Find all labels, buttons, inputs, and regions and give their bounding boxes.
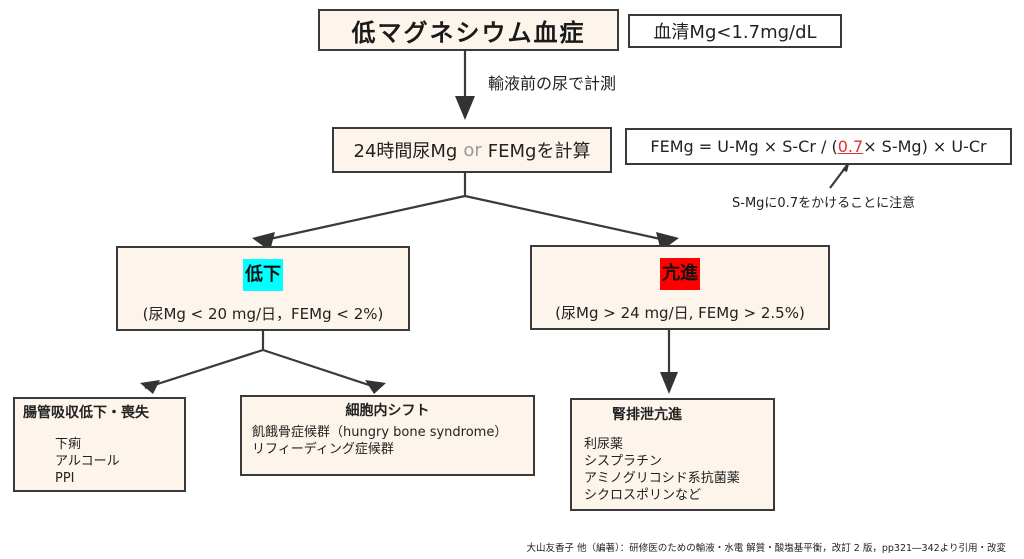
high-criteria: (尿Mg > 24 mg/日, FEMg > 2.5%): [555, 304, 805, 322]
criteria-box: 血清Mg<1.7mg/dL: [628, 14, 842, 48]
title-box: 低マグネシウム血症: [318, 9, 619, 51]
calc-part1: 24時間尿Mg: [353, 141, 458, 162]
citation: 大山友香子 他（編著）：研修医のための輸液・水電 解質・酸塩基平衡，改訂 2 版…: [526, 543, 1006, 554]
list-item: 下痢: [55, 437, 82, 452]
arrowhead-low-to-shift: [365, 380, 386, 394]
title-text: 低マグネシウム血症: [351, 18, 586, 47]
shift-title: 細胞内シフト: [345, 403, 430, 419]
low-label: 低下: [243, 259, 283, 291]
arrowhead-low-to-gut: [140, 380, 160, 394]
formula-note: S-Mgに0.7をかけることに注意: [732, 196, 916, 211]
high-label: 亢進: [660, 258, 700, 290]
list-item: 飢餓骨症候群（hungry bone syndrome）: [252, 425, 508, 440]
calc-or: or: [463, 139, 482, 161]
list-item: リフィーディング症候群: [252, 442, 394, 457]
low-branch-box: 低下 (尿Mg < 20 mg/日，FEMg < 2%): [116, 246, 410, 331]
calc-part2: FEMgを計算: [487, 141, 591, 162]
high-branch-box: 亢進 (尿Mg > 24 mg/日, FEMg > 2.5%): [530, 245, 830, 330]
list-item: シクロスポリンなど: [584, 488, 702, 503]
arrowhead-title-to-calc: [455, 96, 475, 120]
formula-suffix: × S-Mg) × U-Cr: [863, 137, 987, 156]
low-criteria: (尿Mg < 20 mg/日，FEMg < 2%): [142, 305, 384, 323]
list-item: PPI: [55, 471, 75, 486]
gut-absorption-box: 腸管吸収低下・喪失 下痢 アルコール PPI: [13, 397, 186, 492]
renal-title: 腎排泄亢進: [612, 407, 682, 423]
formula-prefix: FEMg = U-Mg × S-Cr / (: [650, 137, 838, 156]
gut-title: 腸管吸収低下・喪失: [23, 405, 149, 421]
renal-excretion-box: 腎排泄亢進 利尿薬 シスプラチン アミノグリコシド系抗菌薬 シクロスポリンなど: [570, 398, 775, 511]
arrowhead-high-to-renal: [660, 372, 678, 394]
calc-box: 24時間尿Mg or FEMgを計算: [332, 127, 612, 173]
arrow-low-to-shift: [262, 348, 379, 390]
arrow-low-to-gut: [144, 348, 264, 390]
list-item: アルコール: [55, 454, 120, 469]
list-item: 利尿薬: [584, 437, 624, 452]
criteria-text: 血清Mg<1.7mg/dL: [653, 22, 817, 43]
formula-box: FEMg = U-Mg × S-Cr / ( 0.7 × S-Mg) × U-C…: [625, 128, 1012, 165]
arrow-calc-to-high: [464, 194, 666, 242]
list-item: シスプラチン: [584, 454, 663, 469]
formula-coefficient: 0.7: [837, 137, 864, 156]
intracellular-shift-box: 細胞内シフト 飢餓骨症候群（hungry bone syndrome） リフィー…: [240, 395, 535, 476]
measure-label: 輸液前の尿で計測: [488, 74, 617, 93]
arrow-calc-to-low: [264, 194, 466, 242]
list-item: アミノグリコシド系抗菌薬: [584, 471, 740, 486]
